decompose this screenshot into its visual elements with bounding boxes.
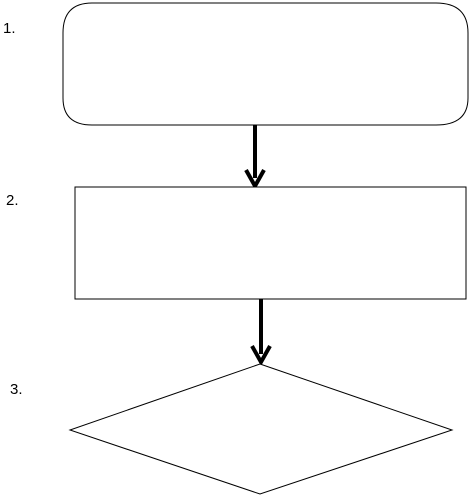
step-2-process-box[interactable] <box>74 186 467 300</box>
step-3-decision-diamond[interactable] <box>68 363 454 495</box>
step-3-number: 3. <box>10 381 23 398</box>
step-2-number: 2. <box>6 192 19 209</box>
step-1-number: 1. <box>3 20 16 37</box>
arrow-connector-2-3 <box>250 299 272 367</box>
step-1-rounded-box[interactable] <box>62 2 469 126</box>
arrow-connector-1-2 <box>244 125 266 191</box>
